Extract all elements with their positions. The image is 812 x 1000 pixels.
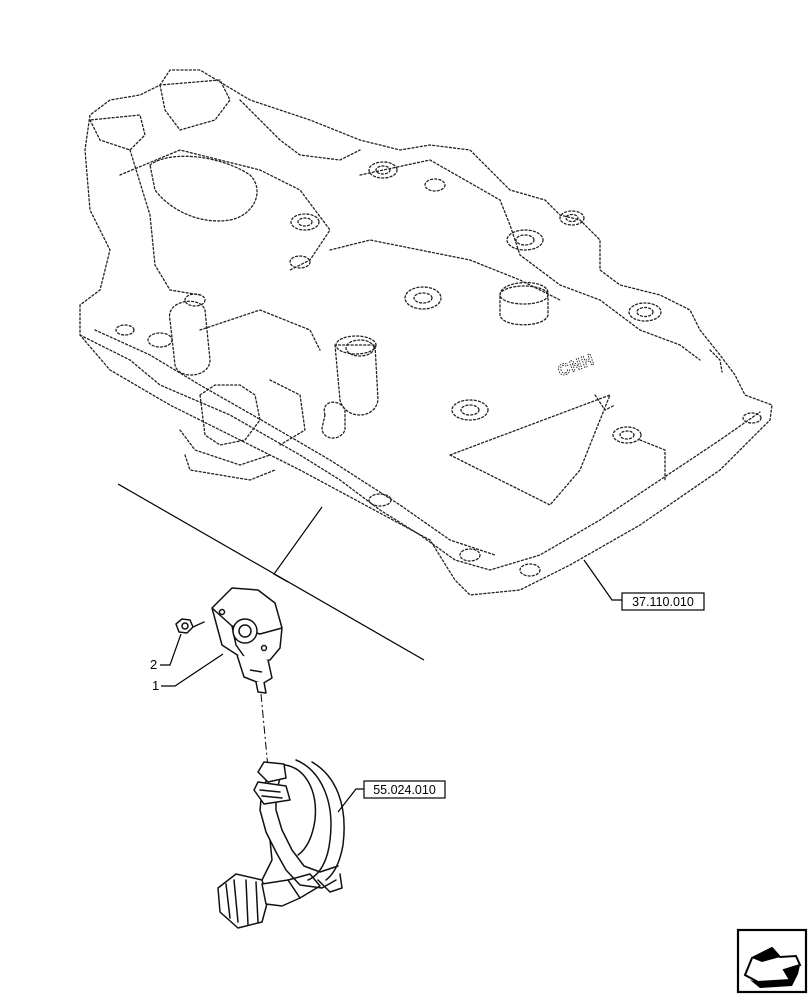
rear-axle-housing: CNH [79,69,773,596]
harness-reference-callout: 55.024.010 [337,780,446,813]
wiring-harness [217,759,345,929]
item-number-1: 1 [152,678,159,693]
harness-reference-label: 55.024.010 [373,783,436,797]
housing-reference-label: 37.110.010 [632,595,694,609]
next-page-arrow-icon[interactable] [736,928,808,994]
housing-marking: CNH [556,351,597,380]
item-number-2: 2 [150,657,157,672]
assembly-centerline [260,693,269,769]
position-sensor [211,587,283,694]
item-callout-2: 2 [150,633,182,672]
hex-nut [175,618,205,634]
item-callout-1: 1 [152,653,224,693]
housing-reference-callout: 37.110.010 [583,559,705,611]
view-lines [117,483,425,661]
